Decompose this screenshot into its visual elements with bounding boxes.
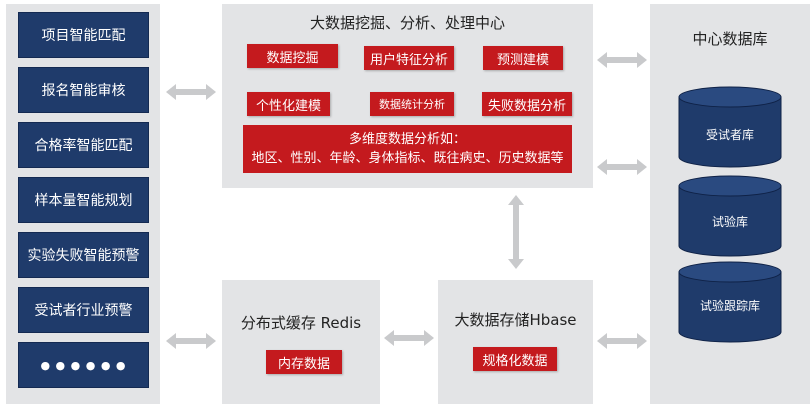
cylinder-label-trial-tracking: 试验跟踪库 [699, 299, 760, 313]
database-title: 中心数据库 [692, 30, 768, 48]
cylinder-label-trials: 试验库 [711, 215, 748, 229]
cylinder-label-subjects: 受试者库 [705, 128, 754, 142]
central-database-panel: 中心数据库 受试者库 试验库 试验跟踪库 [650, 4, 810, 404]
hbase-storage-box: 大数据存储Hbase 规格化数据 [438, 280, 593, 404]
database-cylinder-trial-tracking: 试验跟踪库 [678, 261, 782, 343]
nav-item-more[interactable]: ● ● ● ● ● ● [18, 342, 149, 388]
nav-item-industry-warning[interactable]: 受试者行业预警 [18, 287, 149, 333]
nav-item-project-matching[interactable]: 项目智能匹配 [18, 12, 149, 58]
nav-item-registration-review[interactable]: 报名智能审核 [18, 67, 149, 113]
redis-title: 分布式缓存 Redis [240, 314, 362, 332]
tag-normalized-data: 规格化数据 [473, 347, 557, 371]
double-arrow-icon [166, 84, 216, 100]
analysis-center-title: 大数据挖掘、分析、处理中心 [309, 14, 505, 32]
hbase-title: 大数据存储Hbase [454, 311, 577, 329]
double-arrow-icon [597, 52, 647, 68]
analysis-center-box: 大数据挖掘、分析、处理中心 数据挖掘 用户特征分析 预测建模 个性化建模 数据统… [222, 4, 593, 188]
double-arrow-icon [384, 330, 434, 346]
double-arrow-icon [166, 333, 216, 349]
database-cylinder-trials: 试验库 [678, 175, 782, 257]
multi-dimension-analysis-box: 多维度数据分析如： 地区、性别、年龄、身体指标、既往病史、历史数据等 [243, 125, 572, 173]
cylinder-shape-icon [678, 261, 782, 343]
left-function-panel: 项目智能匹配 报名智能审核 合格率智能匹配 样本量智能规划 实验失败智能预警 受… [6, 4, 160, 404]
tag-predictive-modeling: 预测建模 [483, 46, 563, 70]
cylinder-shape-icon [678, 175, 782, 257]
tag-statistics-analysis: 数据统计分析 [370, 92, 454, 116]
multi-dimension-line-1: 多维度数据分析如： [348, 132, 466, 147]
tag-failure-data-analysis: 失败数据分析 [482, 92, 572, 116]
nav-item-sample-size-planning[interactable]: 样本量智能规划 [18, 177, 149, 223]
cylinder-shape-icon [678, 86, 782, 168]
vertical-double-arrow-icon [508, 195, 524, 269]
nav-item-failure-warning[interactable]: 实验失败智能预警 [18, 232, 149, 278]
redis-cache-box: 分布式缓存 Redis 内存数据 [222, 280, 380, 404]
database-cylinder-subjects: 受试者库 [678, 86, 782, 168]
double-arrow-icon [597, 333, 647, 349]
double-arrow-icon [597, 159, 647, 175]
multi-dimension-line-2: 地区、性别、年龄、身体指标、既往病史、历史数据等 [251, 151, 564, 166]
tag-memory-data: 内存数据 [266, 350, 342, 374]
tag-user-feature-analysis: 用户特征分析 [364, 46, 454, 70]
tag-data-mining: 数据挖掘 [247, 44, 338, 68]
tag-personalized-modeling: 个性化建模 [247, 92, 330, 116]
nav-item-pass-rate-matching[interactable]: 合格率智能匹配 [18, 122, 149, 168]
